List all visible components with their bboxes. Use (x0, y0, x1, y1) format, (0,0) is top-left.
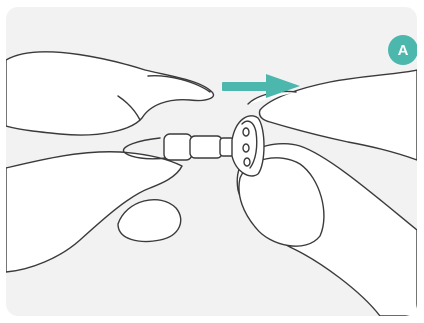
right-upper-finger (258, 69, 417, 161)
hands-illustration (6, 51, 417, 316)
dome-vent-3 (243, 157, 251, 167)
instruction-illustration-panel: A (6, 7, 417, 316)
receiver-body (163, 133, 193, 161)
dome-vent-2 (242, 143, 250, 153)
left-lower-thumbnail (117, 199, 182, 243)
step-badge: A (388, 35, 417, 65)
receiver-wire (122, 137, 167, 160)
left-lower-hand (6, 151, 183, 273)
arrow-right-icon (222, 74, 300, 98)
receiver-connector (189, 135, 223, 159)
dome-vent-1 (242, 127, 250, 137)
left-thumb-nail (147, 74, 211, 93)
step-badge-label: A (397, 41, 409, 59)
left-thumb (6, 51, 215, 136)
right-lower-thumbnail (238, 157, 325, 247)
left-thumb-crease (117, 95, 141, 121)
